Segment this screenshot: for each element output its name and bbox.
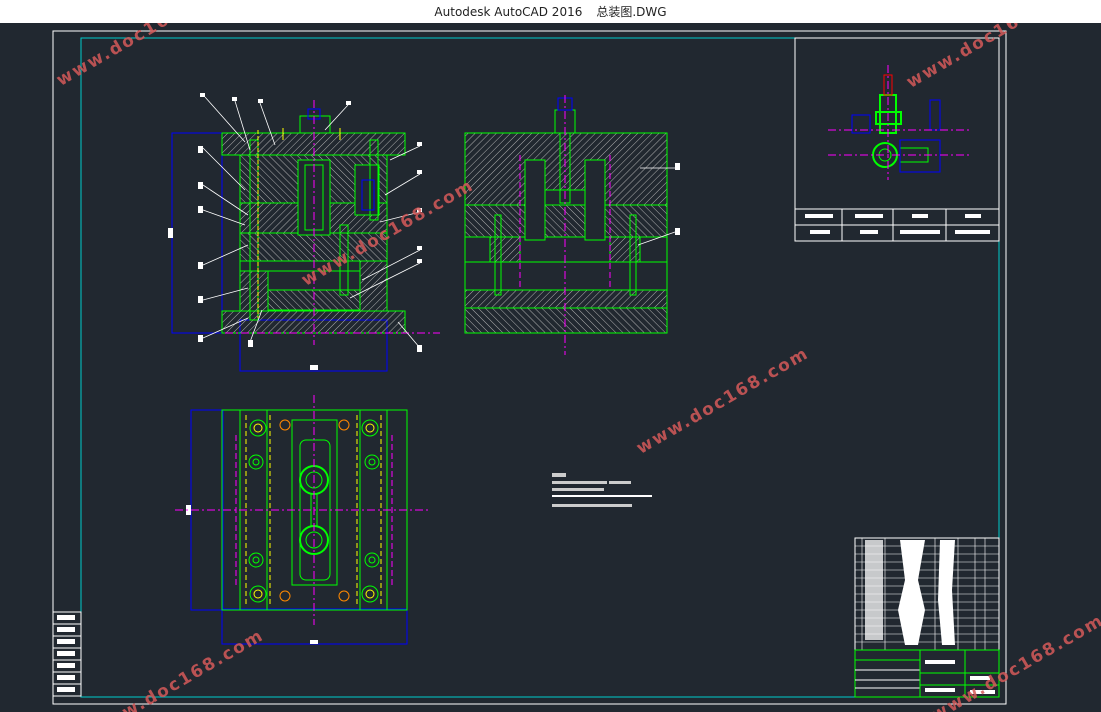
- file-name: 总装图.DWG: [596, 5, 667, 19]
- sheet-inner-border: [80, 37, 1000, 698]
- sheet-outer-frame: [52, 30, 1007, 705]
- left-margin-table: [52, 611, 82, 697]
- side-section-view[interactable]: [464, 95, 680, 355]
- plan-view[interactable]: [175, 395, 428, 645]
- drawing-svg: [52, 30, 1007, 705]
- drawing-canvas[interactable]: www.doc168.com www.doc168.com www.doc168…: [0, 23, 1101, 712]
- app-title: Autodesk AutoCAD 2016: [434, 4, 583, 19]
- title-block[interactable]: [854, 537, 1000, 698]
- technical-notes: [552, 473, 652, 507]
- part-drawing-panel[interactable]: [794, 37, 1000, 242]
- main-section-view[interactable]: [168, 93, 440, 372]
- dim-box-left: [171, 132, 223, 334]
- title-bar: Autodesk AutoCAD 2016 总装图.DWG: [0, 0, 1101, 24]
